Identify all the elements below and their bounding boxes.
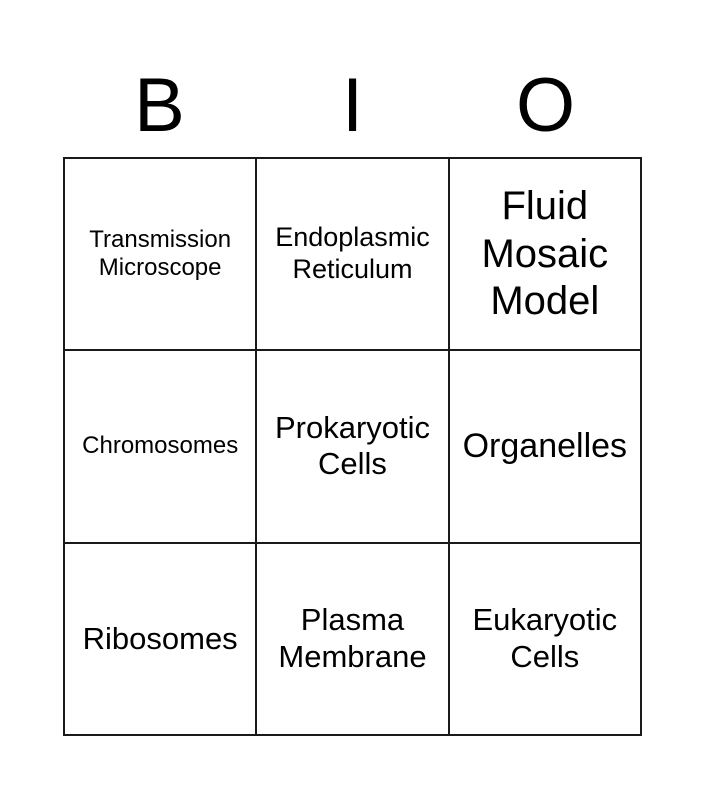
bingo-square-label: Fluid Mosaic Model: [481, 184, 609, 323]
bingo-square-label: Transmission Microscope: [89, 225, 232, 282]
bingo-header-row: B I O: [63, 55, 642, 157]
bingo-header-letter-o: O: [515, 63, 576, 148]
bingo-square-label: Eukaryotic Cells: [472, 602, 618, 674]
bingo-square-r1c3[interactable]: Fluid Mosaic Model: [449, 159, 642, 352]
bingo-square-label: Ribosomes: [82, 620, 238, 656]
bingo-header-letter-b: B: [134, 63, 185, 148]
bingo-square-r1c2[interactable]: Endoplasmic Reticulum: [257, 159, 450, 352]
bingo-square-label: Chromosomes: [82, 432, 239, 460]
bingo-square-label: Organelles: [462, 427, 628, 466]
bingo-square-r3c1[interactable]: Ribosomes: [65, 543, 258, 736]
bingo-square-label: Plasma Membrane: [278, 602, 427, 674]
bingo-square-r3c2[interactable]: Plasma Membrane: [257, 543, 450, 736]
bingo-square-r2c2[interactable]: Prokaryotic Cells: [257, 351, 450, 544]
bingo-square-r2c1[interactable]: Chromosomes: [65, 351, 258, 544]
bingo-square-r3c3[interactable]: Eukaryotic Cells: [449, 543, 642, 736]
bingo-header-letter-i: I: [341, 63, 364, 148]
bingo-grid: Transmission Microscope Endoplasmic Reti…: [63, 157, 642, 736]
bingo-square-r1c1[interactable]: Transmission Microscope: [65, 159, 258, 352]
bingo-square-label: Endoplasmic Reticulum: [275, 222, 430, 285]
bingo-square-r2c3[interactable]: Organelles: [449, 351, 642, 544]
bingo-square-label: Prokaryotic Cells: [274, 409, 431, 482]
